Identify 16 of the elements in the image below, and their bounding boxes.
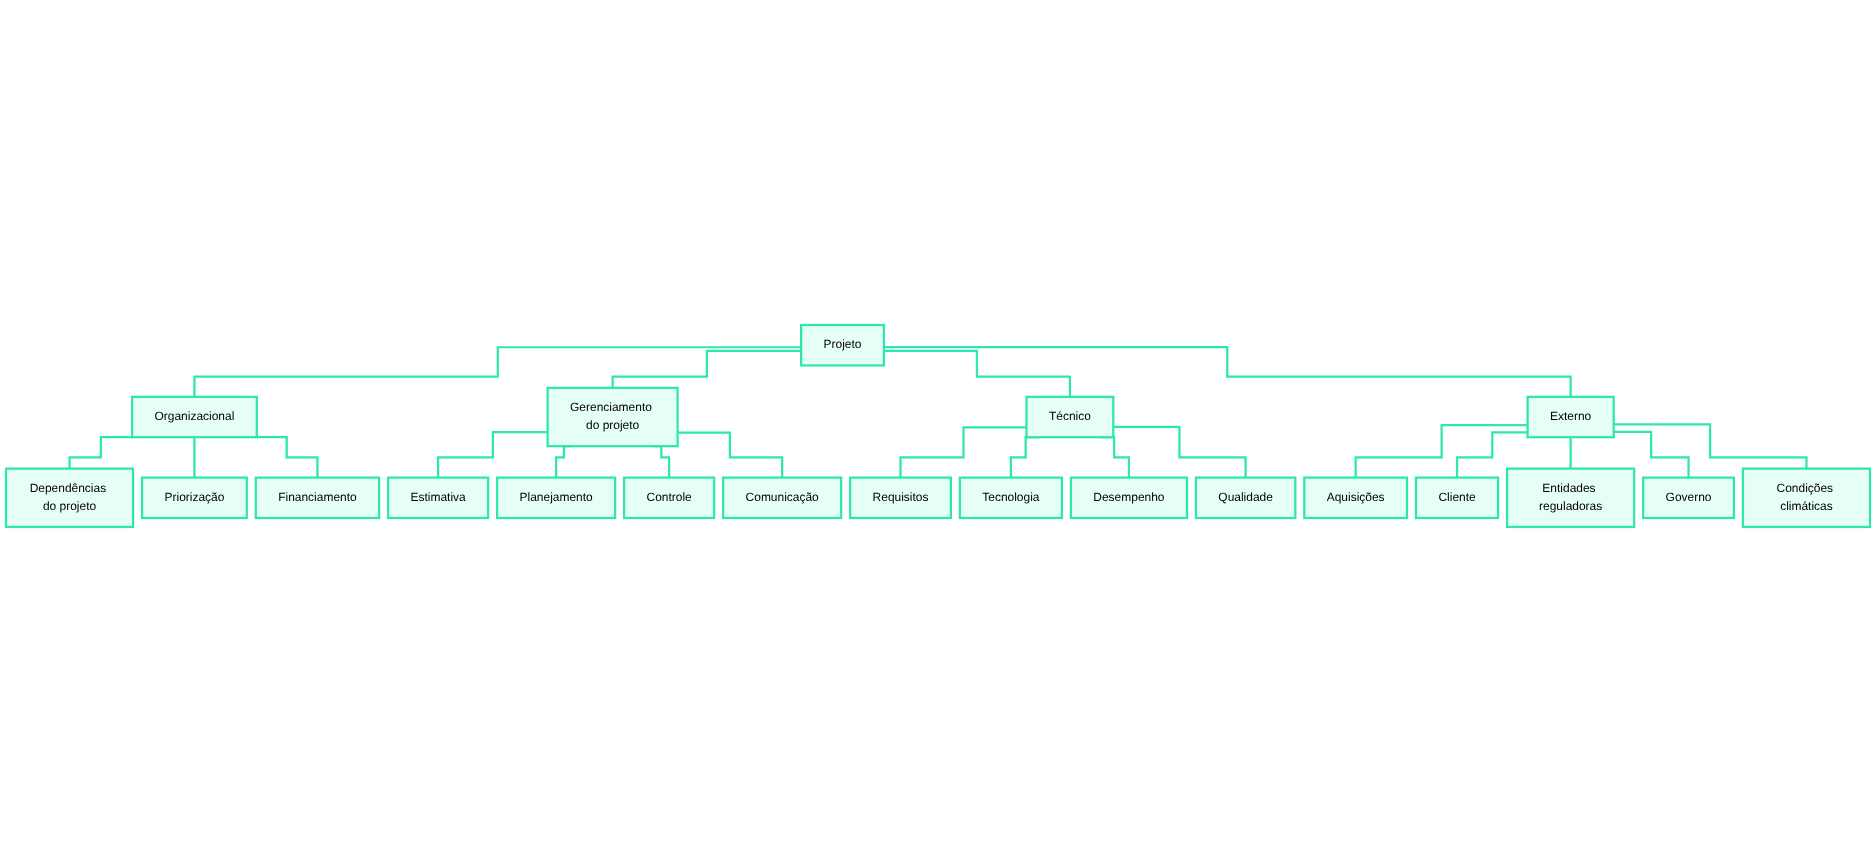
connector	[1113, 425, 1247, 479]
connector	[1569, 436, 1572, 470]
connector	[437, 430, 548, 479]
connector	[1354, 424, 1528, 479]
connector	[883, 345, 1572, 398]
connector	[1613, 423, 1808, 470]
connector	[193, 346, 802, 398]
connector	[677, 431, 784, 479]
connector	[255, 436, 319, 479]
connector	[68, 436, 133, 470]
connector	[611, 349, 802, 389]
connector	[1613, 430, 1690, 479]
connector	[899, 426, 1027, 479]
connector	[1455, 431, 1528, 479]
connector	[193, 436, 196, 479]
connector	[883, 349, 1071, 398]
